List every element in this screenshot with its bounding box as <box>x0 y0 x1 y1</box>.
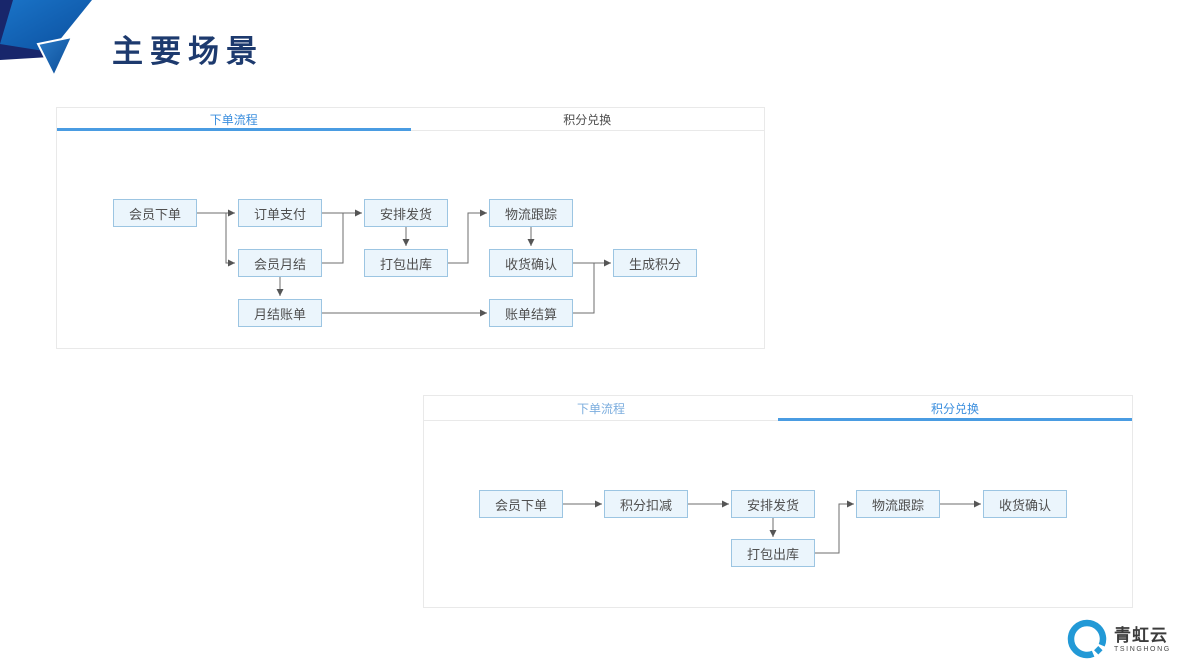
page-title: 主要场景 <box>112 34 264 69</box>
node-receipt-confirmation: 收货确认 <box>489 249 573 277</box>
node-member-monthly-settlement: 会员月结 <box>238 249 322 277</box>
logo: 青虹云 TSINGHONG <box>1064 616 1171 662</box>
points-flowchart: 会员下单 积分扣减 安排发货 打包出库 物流跟踪 收货确认 <box>424 421 1132 608</box>
tab-order-flow-bottom[interactable]: 下单流程 <box>424 396 778 420</box>
tab-label: 积分兑换 <box>563 112 612 127</box>
tab-bar-bottom: 下单流程 积分兑换 <box>424 396 1132 421</box>
flow-connectors-icon <box>197 209 611 317</box>
node-packing-outbound: 打包出库 <box>731 539 815 567</box>
logo-title: 青虹云 <box>1114 625 1168 645</box>
node-bill-settlement: 账单结算 <box>489 299 573 327</box>
node-receipt-confirmation: 收货确认 <box>983 490 1067 518</box>
tab-label: 下单流程 <box>209 112 258 127</box>
order-flowchart: 会员下单 订单支付 安排发货 物流跟踪 会员月结 打包出库 收货确认 生成积分 … <box>57 131 764 349</box>
node-arrange-shipping: 安排发货 <box>731 490 815 518</box>
node-points-deduction: 积分扣减 <box>604 490 688 518</box>
node-logistics-tracking: 物流跟踪 <box>489 199 573 227</box>
tab-label: 下单流程 <box>576 401 625 416</box>
tab-label: 积分兑换 <box>930 401 979 416</box>
points-exchange-panel: 下单流程 积分兑换 会员下单 <box>423 395 1133 608</box>
flow-connectors-icon <box>563 500 981 554</box>
node-member-order: 会员下单 <box>479 490 563 518</box>
tab-points-exchange-bottom[interactable]: 积分兑换 <box>778 396 1132 421</box>
tab-points-exchange-top[interactable]: 积分兑换 <box>411 108 765 130</box>
node-arrange-shipping: 安排发货 <box>364 199 448 227</box>
node-order-payment: 订单支付 <box>238 199 322 227</box>
tab-bar-top: 下单流程 积分兑换 <box>57 108 764 131</box>
node-generate-points: 生成积分 <box>613 249 697 277</box>
tab-order-flow-top[interactable]: 下单流程 <box>57 108 411 131</box>
logo-ring-icon <box>1067 619 1107 659</box>
node-monthly-bill: 月结账单 <box>238 299 322 327</box>
corner-decoration-icon <box>0 0 92 79</box>
order-flow-panel: 下单流程 积分兑换 <box>56 107 765 349</box>
node-member-order: 会员下单 <box>113 199 197 227</box>
node-logistics-tracking: 物流跟踪 <box>856 490 940 518</box>
node-packing-outbound: 打包出库 <box>364 249 448 277</box>
logo-subtitle: TSINGHONG <box>1114 645 1171 653</box>
